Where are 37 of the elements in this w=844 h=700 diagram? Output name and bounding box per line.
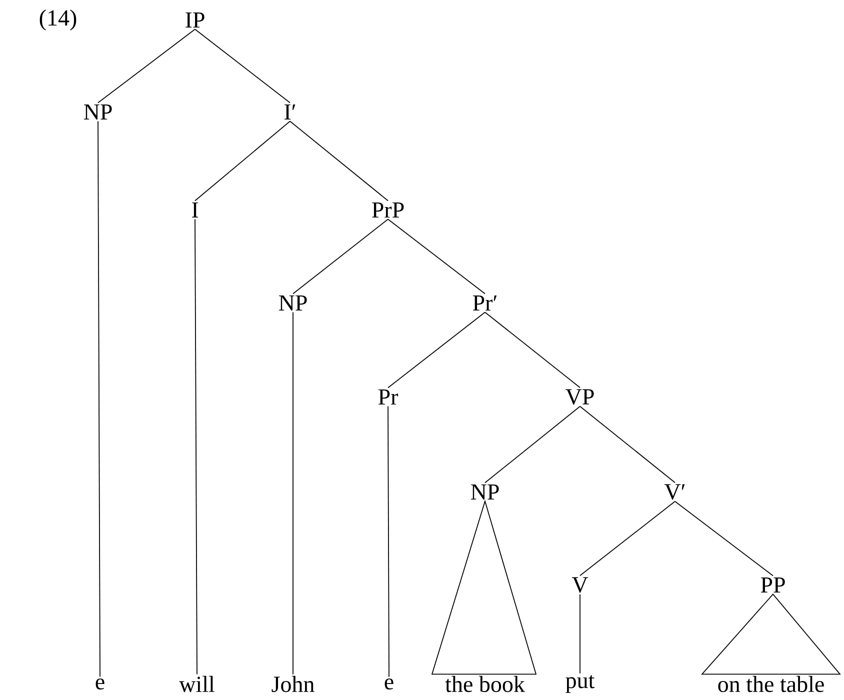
tree-branch <box>580 500 676 576</box>
category-label: VP <box>566 389 594 405</box>
category-label: Pr <box>378 389 398 405</box>
tree-branch <box>290 120 388 202</box>
category-label: NP <box>278 295 307 311</box>
tree-branch <box>194 28 290 104</box>
category-label: I′ <box>284 104 296 120</box>
word: the book <box>445 676 525 692</box>
word: put <box>566 675 595 693</box>
category-label: I <box>192 202 198 218</box>
tree-branch <box>194 120 290 202</box>
example-number: (14) <box>40 10 76 30</box>
category-label: V′ <box>664 484 685 500</box>
tree-branch <box>292 312 294 675</box>
category-label: NP <box>84 104 112 120</box>
tree-branch <box>388 218 486 294</box>
tree-branch <box>484 406 580 484</box>
tree-branch <box>484 312 580 388</box>
word: e <box>384 678 394 690</box>
category-label: V <box>572 577 588 593</box>
category-label: IP <box>186 12 204 28</box>
tree-branch <box>674 500 774 576</box>
tree-branch <box>292 218 388 294</box>
tree-branch <box>580 406 676 484</box>
word: John <box>272 676 314 692</box>
tree-branch <box>194 218 198 675</box>
word: e <box>96 678 104 690</box>
tree-branch <box>98 120 100 678</box>
word: on the table <box>718 676 824 692</box>
category-label: PrP <box>372 202 404 218</box>
tree-branch <box>98 28 196 104</box>
word: will <box>179 676 214 692</box>
category-label: PP <box>760 577 785 593</box>
tree-branch <box>388 406 390 678</box>
category-label: Pr′ <box>472 295 497 311</box>
tree-branch <box>388 312 486 388</box>
category-label: NP <box>470 484 499 500</box>
